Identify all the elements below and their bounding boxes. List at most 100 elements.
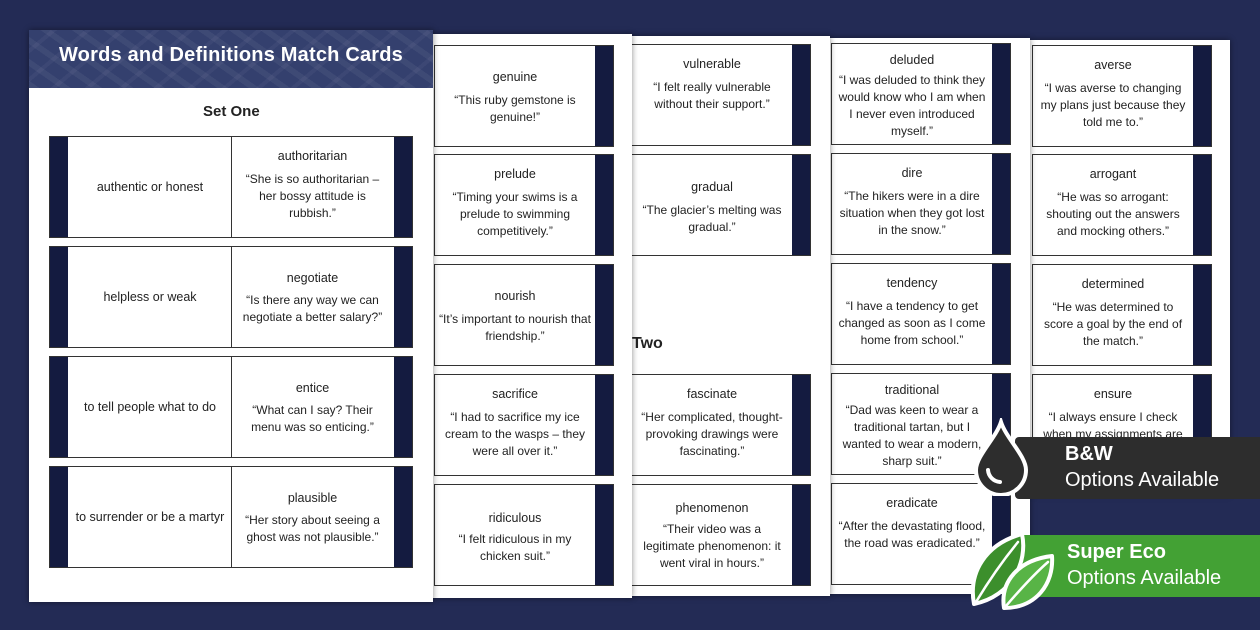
- card-bar: [792, 45, 810, 145]
- card-sentence: “He was so arrogant: shouting out the an…: [1046, 190, 1180, 238]
- card-determined: determined “He was determined to score a …: [1032, 264, 1212, 366]
- card-sentence: “What can I say? Their menu was so entic…: [251, 403, 374, 434]
- card-bar: [394, 247, 412, 347]
- card-word: arrogant: [1089, 167, 1137, 181]
- leaf-icon: [970, 532, 1055, 610]
- card-sentence: “The glacier’s melting was gradual.”: [642, 203, 782, 234]
- card-sentence: “I had to sacrifice my ice cream to the …: [444, 410, 586, 458]
- card-bar: [595, 375, 613, 475]
- card-sentence: “The hikers were in a dire situation whe…: [839, 189, 985, 237]
- card-fascinate: fascinate “Her complicated, thought-provo…: [631, 374, 811, 476]
- card-traditional: traditional “Dad was keen to wear a tradi…: [831, 373, 1011, 475]
- divider: [231, 467, 232, 567]
- card-bar: [50, 357, 68, 457]
- card-word: tendency: [886, 276, 938, 290]
- card-word: eradicate: [886, 496, 938, 510]
- card-word: entice: [295, 381, 330, 395]
- set-one-heading: Set One: [203, 103, 260, 120]
- card-word: ensure: [1093, 387, 1133, 401]
- card-ridiculous: ridiculous “I felt ridiculous in my chick…: [434, 484, 614, 586]
- card-bar: [50, 467, 68, 567]
- title-banner: Words and Definitions Match Cards: [29, 30, 433, 88]
- card-dire: dire “The hikers were in a dire situation…: [831, 153, 1011, 255]
- card-tendency: tendency “I have a tendency to get change…: [831, 263, 1011, 365]
- card-word: genuine: [492, 70, 538, 84]
- card-bar: [992, 44, 1010, 144]
- card-word: deluded: [889, 53, 935, 67]
- card-word: ridiculous: [488, 511, 542, 525]
- card-sentence: “Dad was keen to wear a traditional tart…: [842, 403, 982, 468]
- divider: [231, 247, 232, 347]
- card-arrogant: arrogant “He was so arrogant: shouting ou…: [1032, 154, 1212, 256]
- card-sentence: “Her complicated, thought-provoking draw…: [641, 410, 783, 458]
- card-sacrifice: sacrifice “I had to sacrifice my ice crea…: [434, 374, 614, 476]
- card-sentence: “Is there any way we can negotiate a bet…: [242, 293, 383, 324]
- card-bar: [792, 485, 810, 585]
- card-sentence: “I felt really vulnerable without their …: [653, 80, 771, 111]
- card-bar: [1193, 265, 1211, 365]
- page-title: Words and Definitions Match Cards: [58, 44, 404, 66]
- card-word: traditional: [884, 383, 940, 397]
- card-word: phenomenon: [675, 501, 749, 515]
- definition-card: authentic or honest: [96, 180, 204, 194]
- card-averse: averse “I was averse to changing my plans…: [1032, 45, 1212, 147]
- card-bar: [792, 155, 810, 255]
- sheet-1: Words and Definitions Match Cards Set On…: [29, 30, 433, 602]
- card-word: plausible: [287, 491, 338, 505]
- eco-badge-subtitle: Options Available: [1067, 567, 1222, 589]
- card-sentence: “Timing your swims is a prelude to swimm…: [452, 190, 578, 238]
- card-gradual: gradual “The glacier’s melting was gradua…: [631, 154, 811, 256]
- definition-card: to surrender or be a martyr: [75, 510, 225, 524]
- card-word: gradual: [691, 180, 733, 194]
- bw-options-badge[interactable]: B&W Options Available: [1015, 437, 1260, 499]
- card-sentence: “I was averse to changing my plans just …: [1040, 81, 1186, 129]
- bw-badge-title: B&W: [1065, 443, 1113, 465]
- eco-badge-title: Super Eco: [1067, 541, 1166, 563]
- match-pair: to surrender or be a martyr plausible “He…: [49, 466, 413, 568]
- card-sentence: “I felt ridiculous in my chicken suit.”: [458, 532, 572, 563]
- card-word: authoritarian: [277, 149, 348, 163]
- card-bar: [595, 155, 613, 255]
- card-sentence: “She is so authoritarian – her bossy att…: [245, 172, 380, 220]
- card-nourish: nourish “It’s important to nourish that f…: [434, 264, 614, 366]
- match-pair: authentic or honest authoritarian “She is…: [49, 136, 413, 238]
- card-bar: [595, 265, 613, 365]
- card-bar: [992, 264, 1010, 364]
- divider: [231, 137, 232, 237]
- sheet-3: vulnerable “I felt really vulnerable with…: [628, 36, 830, 596]
- set-two-heading-fragment: Two: [632, 335, 663, 352]
- card-bar: [394, 137, 412, 237]
- card-word: fascinate: [686, 387, 738, 401]
- eco-options-badge[interactable]: Super Eco Options Available: [1015, 535, 1260, 597]
- card-word: dire: [901, 166, 923, 180]
- card-bar: [394, 357, 412, 457]
- sheet-5: averse “I was averse to changing my plans…: [1030, 40, 1230, 495]
- card-sentence: “It’s important to nourish that friendsh…: [439, 312, 591, 343]
- card-sentence: “I have a tendency to get changed as soo…: [838, 299, 986, 347]
- card-sentence: “After the devastating flood, the road w…: [838, 519, 986, 550]
- card-sentence: “I was deluded to think they would know …: [838, 73, 986, 138]
- card-prelude: prelude“Timing your swims is a prelude t…: [434, 154, 614, 256]
- card-word: averse: [1094, 58, 1132, 72]
- card-bar: [595, 46, 613, 146]
- card-sentence: “Her story about seeing a ghost was not …: [245, 513, 380, 544]
- card-word: vulnerable: [683, 57, 741, 71]
- card-sentence: “He was determined to score a goal by th…: [1043, 300, 1183, 348]
- card-word: sacrifice: [492, 387, 538, 401]
- card-bar: [992, 154, 1010, 254]
- bw-badge-subtitle: Options Available: [1065, 469, 1220, 491]
- card-word: negotiate: [286, 271, 339, 285]
- card-word: determined: [1081, 277, 1145, 291]
- card-bar: [394, 467, 412, 567]
- match-pair: helpless or weak negotiate “Is there any …: [49, 246, 413, 348]
- card-bar: [1193, 155, 1211, 255]
- card-sentence: “This ruby gemstone is genuine!”: [454, 93, 576, 124]
- card-phenomenon: phenomenon “Their video was a legitimate …: [631, 484, 811, 586]
- definition-card: helpless or weak: [103, 290, 197, 304]
- card-word: nourish: [494, 289, 536, 303]
- card-sentence: “Their video was a legitimate phenomenon…: [643, 522, 781, 570]
- match-pair: to tell people what to do entice“What ca…: [49, 356, 413, 458]
- card-vulnerable: vulnerable “I felt really vulnerable with…: [631, 44, 811, 146]
- card-bar: [50, 137, 68, 237]
- sheet-4: deluded “I was deluded to think they woul…: [828, 38, 1030, 594]
